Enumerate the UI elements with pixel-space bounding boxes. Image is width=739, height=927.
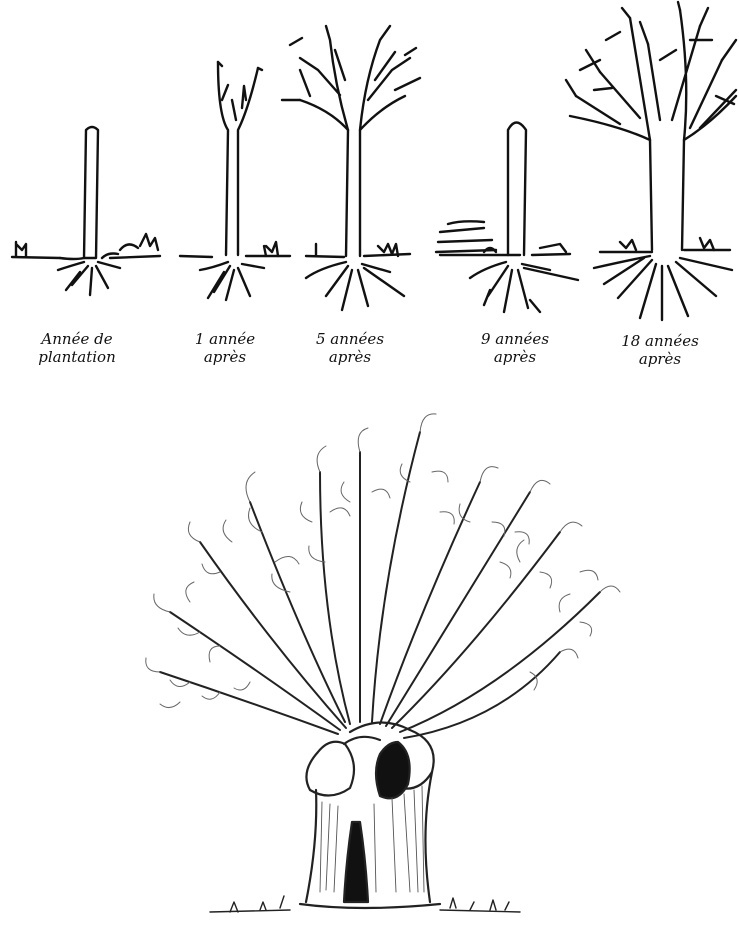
tree-stage-1-year [180,62,290,300]
growth-stages-diagram: Année de plantation 1 année après 5 anné… [0,0,739,390]
roots [200,262,264,300]
trunk-pollard [508,123,526,256]
trunk [570,96,736,250]
ground-line [306,254,410,257]
pollard-tree-illustration [0,392,739,927]
trunk [218,62,258,255]
stage-label-18-years: 18 années après [605,332,715,368]
ground-line [600,250,730,252]
trunk-stick [84,127,98,258]
roots [306,262,404,310]
pollard-head [306,722,433,798]
tree-stage-9-years [436,123,578,313]
tree-stage-18-years [566,2,736,320]
ground-line [180,256,290,257]
shoots [160,432,600,738]
trunk [300,96,405,256]
roots [594,256,732,320]
roots [58,262,120,295]
ground-line [440,254,570,255]
stage-label-5-years: 5 années après [300,330,400,366]
trunk [300,772,440,908]
roots [470,262,578,312]
stage-label-planting: Année de plantation [22,330,132,366]
pollard-tree-drawing [0,392,739,927]
tree-stage-planting [12,127,160,295]
tree-stage-5-years [282,26,420,310]
branches [282,26,420,130]
stage-label-9-years: 9 années après [455,330,575,366]
stage-label-1-year: 1 année après [180,330,270,366]
